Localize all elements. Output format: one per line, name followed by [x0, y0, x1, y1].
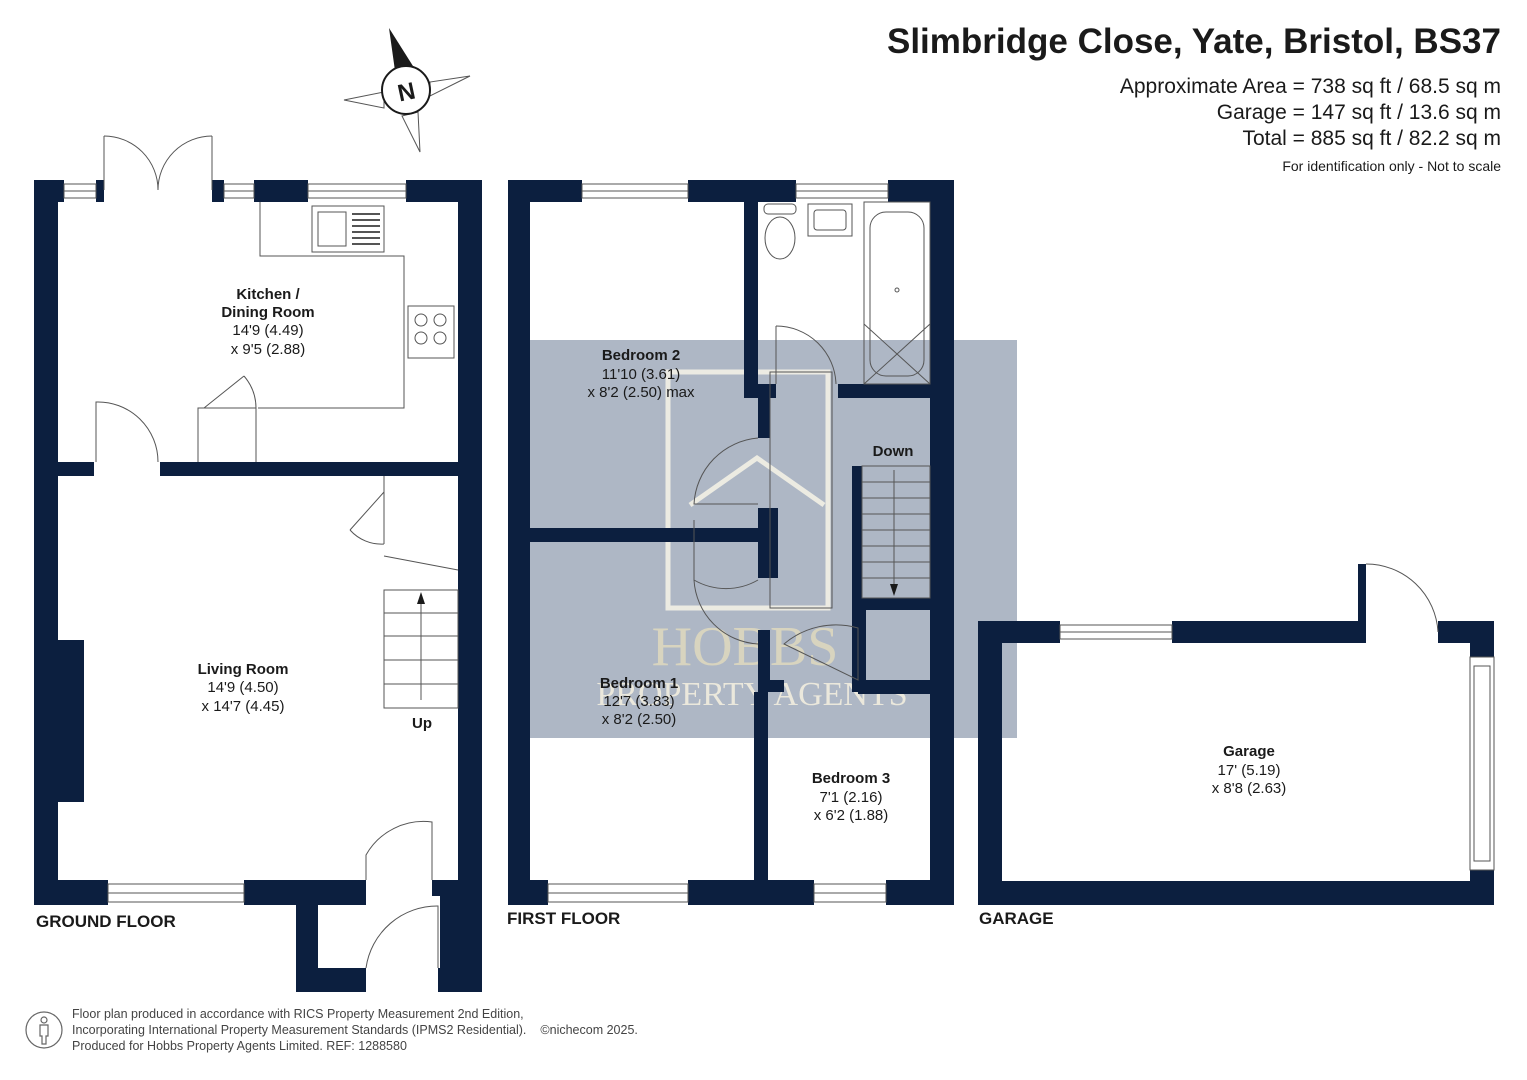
footer-line2: Incorporating International Property Mea… — [72, 1023, 527, 1037]
compass-north-icon: N — [343, 28, 471, 153]
garage-name: Garage — [1223, 743, 1275, 760]
first-floor-fixtures — [547, 183, 931, 903]
ground-floor-fixtures — [63, 135, 459, 969]
bedroom3-name: Bedroom 3 — [812, 770, 890, 787]
bedroom1-dim2: x 8'2 (2.50) — [602, 711, 677, 728]
footer-line1: Floor plan produced in accordance with R… — [72, 1007, 524, 1021]
footer-copyright: ©nichecom 2025. — [540, 1023, 638, 1037]
garage-walls — [978, 564, 1494, 905]
ground-floor-label: GROUND FLOOR — [36, 912, 176, 931]
stairs-down-arrow-icon — [890, 584, 898, 596]
kitchen-name-line2: Dining Room — [221, 304, 314, 321]
person-info-icon — [25, 1011, 63, 1049]
scale-note: For identification only - Not to scale — [1282, 158, 1501, 174]
bedroom2-dim2: x 8'2 (2.50) max — [587, 384, 695, 401]
bedroom2-dim1: 11'10 (3.61) — [602, 366, 680, 383]
garage-floor-label: GARAGE — [979, 909, 1054, 928]
footer: Floor plan produced in accordance with R… — [72, 1006, 638, 1054]
first-floor-walls — [508, 180, 954, 905]
footer-line3: Produced for Hobbs Property Agents Limit… — [72, 1039, 407, 1053]
living-room-dim1: 14'9 (4.50) — [207, 679, 278, 696]
living-room-name: Living Room — [198, 661, 289, 678]
stairs-down-label: Down — [873, 443, 914, 460]
garage-dim2: x 8'8 (2.63) — [1212, 780, 1287, 797]
property-title: Slimbridge Close, Yate, Bristol, BS37 — [886, 22, 1501, 61]
bedroom3-dim2: x 6'2 (1.88) — [814, 807, 889, 824]
kitchen-dim1: 14'9 (4.49) — [232, 322, 303, 339]
living-room-dim2: x 14'7 (4.45) — [202, 698, 285, 715]
bedroom1-name: Bedroom 1 — [600, 675, 678, 692]
bedroom2-name: Bedroom 2 — [602, 347, 680, 364]
watermark-line1: HOBBS — [652, 616, 839, 678]
compass-letter: N — [395, 77, 418, 107]
area-total: Total = 885 sq ft / 82.2 sq m — [1242, 127, 1501, 150]
kitchen-name-line1: Kitchen / — [236, 286, 300, 303]
garage-dim1: 17' (5.19) — [1218, 762, 1281, 779]
kitchen-dim2: x 9'5 (2.88) — [231, 341, 306, 358]
footer-line2-row: Incorporating International Property Mea… — [72, 1022, 638, 1038]
area-garage: Garage = 147 sq ft / 13.6 sq m — [1216, 101, 1501, 124]
garage-fixtures — [1059, 563, 1495, 871]
stairs-up-arrow-icon — [417, 592, 425, 604]
first-floor-label: FIRST FLOOR — [507, 909, 620, 928]
bedroom3-dim1: 7'1 (2.16) — [820, 789, 883, 806]
stairs-up-label: Up — [412, 715, 432, 732]
ground-floor-walls — [34, 180, 482, 992]
bedroom1-dim1: 12'7 (3.83) — [603, 693, 674, 710]
area-approximate: Approximate Area = 738 sq ft / 68.5 sq m — [1119, 75, 1501, 98]
